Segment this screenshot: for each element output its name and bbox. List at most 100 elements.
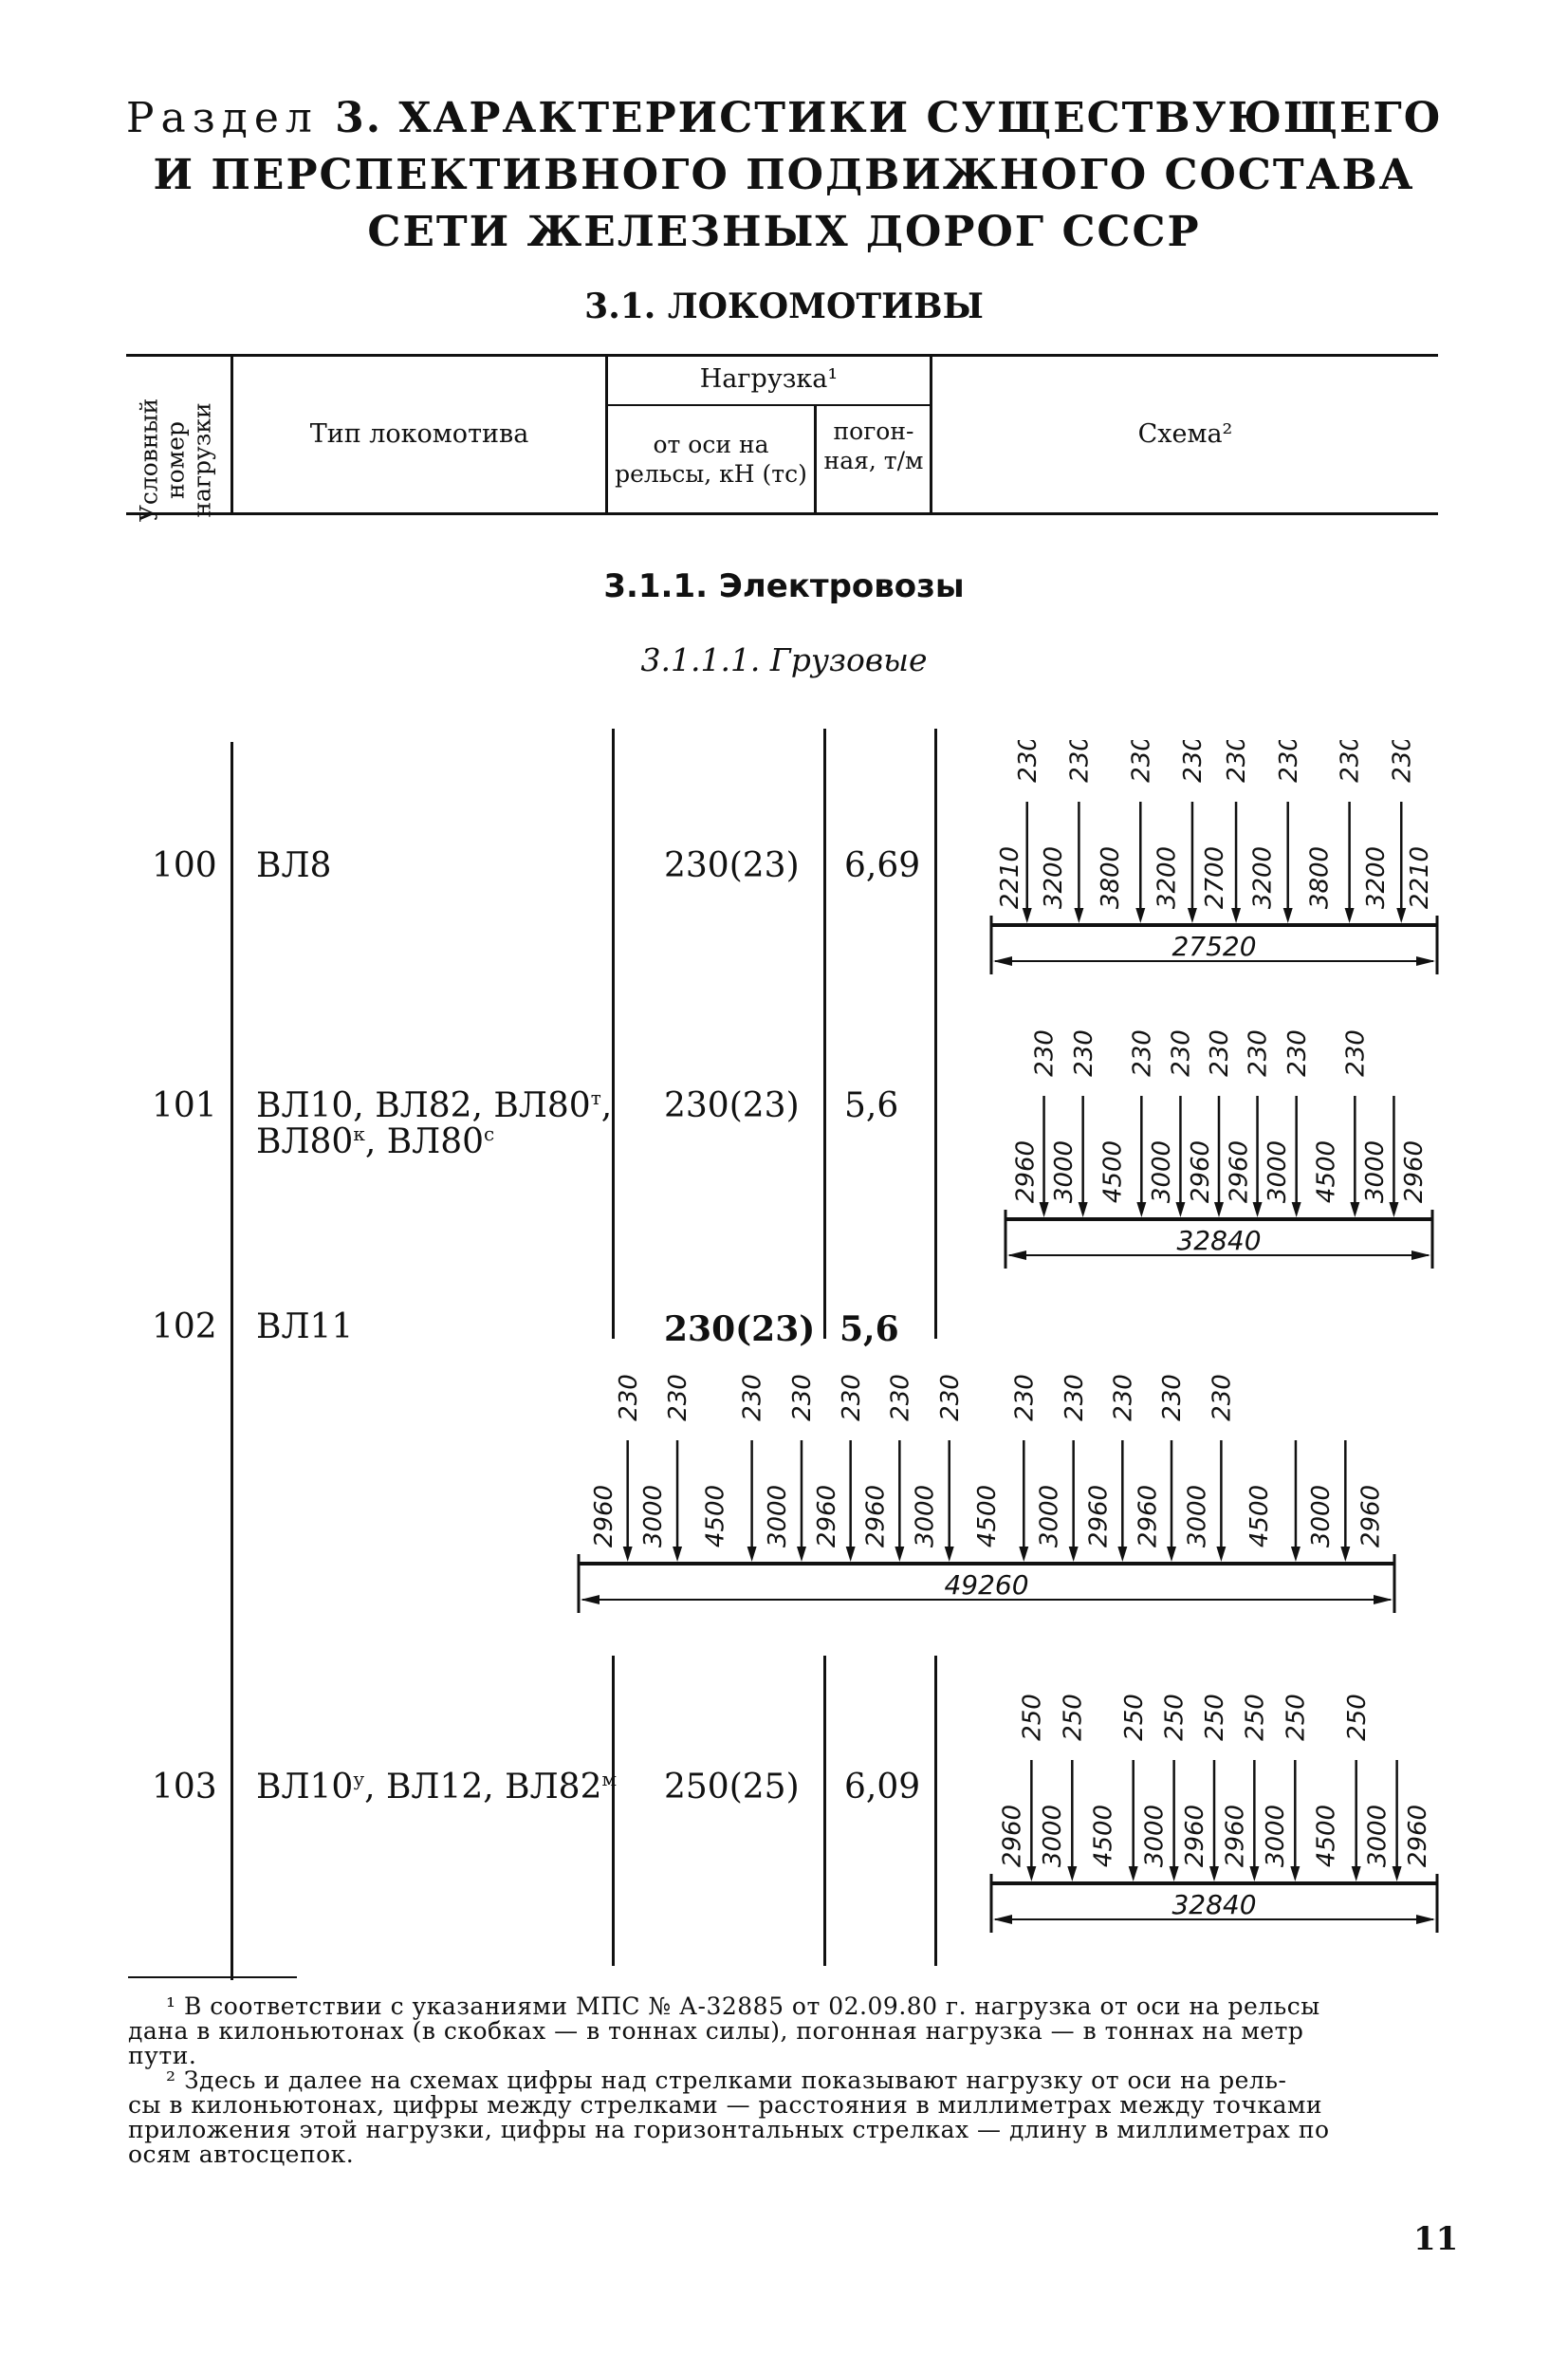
row-number: 100 — [152, 846, 217, 885]
dimension-arrowhead — [1411, 1251, 1430, 1260]
axle-load-label: 230 — [886, 1374, 914, 1421]
body-divider — [612, 1656, 615, 1966]
row-number: 102 — [152, 1307, 217, 1346]
gap-dimension-label: 4500 — [1313, 1140, 1341, 1203]
gap-dimension-label: 4500 — [973, 1485, 1002, 1547]
header-load-label: Нагрузка¹ — [699, 364, 839, 394]
footnote-2-line: приложения этой нагрузки, цифры на гориз… — [128, 2116, 1330, 2143]
row-type: ВЛ8 — [256, 846, 332, 885]
axle-load-label: 250 — [1343, 1694, 1372, 1741]
dimension-arrowhead — [1007, 1251, 1026, 1260]
load-arrowhead — [1135, 908, 1146, 923]
load-arrowhead — [1344, 908, 1355, 923]
axle-load-label: 230 — [664, 1374, 692, 1421]
gap-dimension-label: 2960 — [862, 1485, 891, 1547]
body-divider — [934, 729, 937, 1339]
header-number-label: Условный номер нагрузки — [135, 398, 216, 523]
header-divider — [605, 357, 608, 512]
axle-load-label: 230 — [1208, 1374, 1236, 1421]
gap-dimension-label: 3000 — [1140, 1805, 1169, 1867]
dimension-arrowhead — [1416, 1915, 1435, 1924]
load-arrowhead — [895, 1547, 905, 1562]
row-type: ВЛ10у, ВЛ12, ВЛ82м — [256, 1768, 618, 1806]
load-arrowhead — [1068, 1547, 1079, 1562]
load-arrowhead — [845, 1547, 856, 1562]
load-arrowhead — [1351, 1866, 1361, 1881]
row-axle-load: 230(23) — [664, 846, 800, 885]
gap-dimension-label: 3000 — [1307, 1485, 1336, 1547]
gap-dimension-label: 3200 — [1153, 846, 1182, 909]
gap-dimension-label: 2960 — [1404, 1805, 1432, 1867]
axle-load-label: 230 — [1388, 740, 1416, 783]
axle-load-label: 230 — [1128, 1029, 1156, 1077]
load-arrowhead — [1175, 1202, 1186, 1217]
load-arrowhead — [1209, 1866, 1219, 1881]
axle-load-label: 230 — [1168, 1029, 1196, 1077]
title-line3: СЕТИ ЖЕЛЕЗНЫХ ДОРОГ СССР — [367, 208, 1201, 256]
gap-dimension-label: 2960 — [1225, 1140, 1253, 1203]
load-arrowhead — [1290, 1547, 1301, 1562]
axle-load-label: 230 — [1070, 1029, 1098, 1077]
header-divider — [930, 357, 932, 512]
load-arrowhead — [1067, 1866, 1078, 1881]
footnote-2-line: ² Здесь и далее на схемах цифры над стре… — [166, 2066, 1287, 2094]
axle-load-label: 230 — [1109, 1374, 1137, 1421]
load-arrowhead — [1340, 1547, 1351, 1562]
load-arrowhead — [1291, 1202, 1301, 1217]
gap-dimension-label: 3000 — [1039, 1805, 1067, 1867]
subsection-heading: 3.1.1. Электровозы — [603, 567, 965, 605]
axle-load-label: 250 — [1241, 1694, 1269, 1741]
gap-dimension-label: 3000 — [1264, 1140, 1292, 1203]
dimension-arrowhead — [993, 1915, 1012, 1924]
gap-dimension-label: 4500 — [1245, 1485, 1274, 1547]
body-divider — [823, 729, 826, 1339]
gap-dimension-label: 3000 — [1262, 1805, 1290, 1867]
axle-load-label: 250 — [1120, 1694, 1149, 1741]
load-arrowhead — [1039, 1202, 1049, 1217]
axle-load-label: 230 — [1031, 1029, 1060, 1077]
load-arrowhead — [1396, 908, 1407, 923]
row-linear-load: 6,09 — [844, 1768, 921, 1806]
load-arrowhead — [1074, 908, 1084, 923]
gap-dimension-label: 2960 — [1356, 1485, 1385, 1547]
gap-dimension-label: 2210 — [1406, 846, 1434, 909]
axle-load-label: 230 — [1223, 740, 1251, 783]
load-arrowhead — [1350, 1202, 1360, 1217]
header-top-rule — [126, 354, 1438, 357]
load-arrowhead — [1290, 1866, 1301, 1881]
gap-dimension-label: 3000 — [1036, 1485, 1064, 1547]
load-arrowhead — [944, 1547, 954, 1562]
row-type-cont: ВЛ80к, ВЛ80с — [256, 1122, 495, 1161]
load-arrowhead — [796, 1547, 806, 1562]
load-arrowhead — [1231, 908, 1242, 923]
load-arrowhead — [1026, 1866, 1037, 1881]
gap-dimension-label: 4500 — [1099, 1140, 1128, 1203]
axle-load-label: 230 — [1206, 1029, 1234, 1077]
axle-load-label: 230 — [1275, 740, 1303, 783]
gap-dimension-label: 2700 — [1201, 846, 1229, 909]
axle-load-label: 230 — [615, 1374, 643, 1421]
dimension-arrowhead — [1374, 1595, 1393, 1604]
load-arrowhead — [1078, 1202, 1088, 1217]
gap-dimension-label: 2960 — [1085, 1485, 1114, 1547]
row-type: ВЛ11 — [256, 1307, 354, 1346]
axle-load-label: 230 — [788, 1374, 817, 1421]
footnote-2-line: сы в килоньютонах, цифры между стрелками… — [128, 2091, 1323, 2119]
header-linear-label: погон- ная, т/м — [823, 417, 924, 474]
gap-dimension-label: 4500 — [1313, 1805, 1341, 1867]
axle-load-label: 230 — [1337, 740, 1365, 783]
gap-dimension-label: 2960 — [1134, 1485, 1162, 1547]
load-arrowhead — [622, 1547, 633, 1562]
gap-dimension-label: 3800 — [1097, 846, 1125, 909]
gap-dimension-label: 2960 — [1181, 1805, 1209, 1867]
body-divider — [823, 1656, 826, 1966]
row-axle-load: 250(25) — [664, 1768, 800, 1806]
gap-dimension-label: 2960 — [998, 1805, 1026, 1867]
load-arrowhead — [1117, 1547, 1128, 1562]
gap-dimension-label: 3200 — [1040, 846, 1068, 909]
title-line1: 3. ХАРАКТЕРИСТИКИ СУЩЕСТВУЮЩЕГО — [335, 94, 1443, 142]
axle-load-label: 230 — [936, 1374, 965, 1421]
gap-dimension-label: 2960 — [1221, 1805, 1249, 1867]
